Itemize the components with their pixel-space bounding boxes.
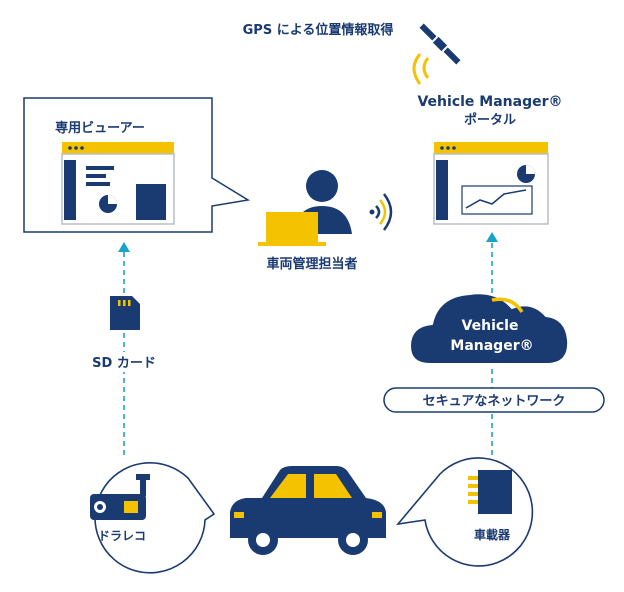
network-pill [383, 387, 605, 413]
connector-onboard-to-portal [486, 232, 498, 455]
portal-label-line1: Vehicle Manager® [417, 94, 562, 110]
cloud-icon [408, 292, 570, 365]
onboard-bubble [396, 457, 534, 567]
onboard-unit-icon [468, 470, 512, 514]
dashcam-icon [90, 474, 150, 520]
connector-dashcam-to-viewer [118, 242, 130, 455]
viewer-window-icon [61, 142, 175, 225]
dashcam-bubble [94, 462, 216, 574]
portal-window-icon [433, 142, 549, 225]
viewer-label: 専用ビューアー [55, 120, 145, 136]
manager-label: 車両管理担当者 [266, 256, 357, 272]
sd-card-icon [110, 296, 140, 330]
laptop-icon [258, 212, 326, 246]
network-label: セキュアなネットワーク [423, 394, 566, 409]
sd-card-label-bg [76, 352, 172, 372]
car-icon [230, 466, 386, 555]
gps-title: GPS による位置情報取得 [243, 22, 394, 38]
onboard-label: 車載器 [474, 527, 511, 542]
dashcam-label: ドラレコ [98, 529, 146, 543]
portal-label-line2: ポータル [464, 112, 516, 128]
wifi-signal-icon [369, 193, 393, 231]
cloud-label-line1: Vehicle [462, 318, 519, 334]
sd-card-label: SD カード [92, 356, 156, 371]
satellite-icon [412, 23, 461, 85]
cloud-label-line2: Manager® [450, 338, 533, 354]
